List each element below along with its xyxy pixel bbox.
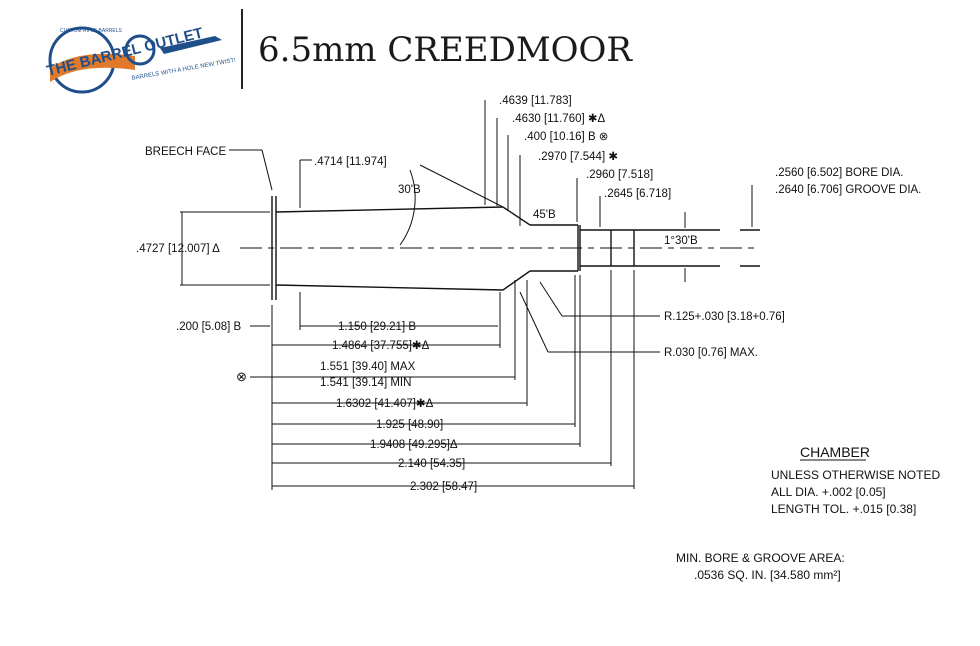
len-1541: 1.541 [39.14] MIN [320,377,411,389]
brand-logo: THE BARREL OUTLET CUSTOM RIFLE BARRELS B… [45,25,237,94]
logo-o-ring [124,34,156,66]
dim-2970: .2970 [7.544] ✱ [538,151,618,163]
len-16302: 1.6302 [41.407]✱Δ [336,398,434,410]
len-14864: 1.4864 [37.755]✱Δ [332,340,430,352]
len-1551: 1.551 [39.40] MAX [320,361,416,373]
len-19408: 1.9408 [49.295]Δ [370,439,458,451]
note-line-3: LENGTH TOL. +.015 [0.38] [771,502,916,516]
breech-face-label: BREECH FACE [145,146,226,158]
logo-top-text: CUSTOM RIFLE BARRELS [60,28,123,34]
angle-130: 1°30'B [664,235,698,247]
dim-2960: .2960 [7.518] [586,169,653,181]
radius-030: R.030 [0.76] MAX. [664,347,758,359]
groove-dia: .2640 [6.706] GROOVE DIA. [775,184,921,196]
bore-dia: .2560 [6.502] BORE DIA. [775,167,904,179]
angle-30: 30'B [398,184,421,196]
len-1925: 1.925 [48.90] [376,419,443,431]
page-title: 6.5mm CREEDMOOR [258,30,633,70]
radius-125: R.125+.030 [3.18+0.76] [664,311,785,323]
bore-area-line-1: MIN. BORE & GROOVE AREA: [676,551,845,565]
len-1150: 1.150 [29.21] B [338,321,416,333]
note-line-1: UNLESS OTHERWISE NOTED [771,468,940,482]
bore-area-line-2: .0536 SQ. IN. [34.580 mm²] [694,568,841,582]
chamber-heading: CHAMBER [800,444,870,460]
len-2140: 2.140 [54.35] [398,458,465,470]
dim-4639: .4639 [11.783] [499,95,572,107]
header-divider [241,9,243,89]
dimension-lines [180,100,753,490]
dim-4727: .4727 [12.007] Δ [136,243,220,255]
logo-swoosh [50,53,135,82]
dim-400: .400 [10.16] B ⊗ [524,131,608,143]
angle-45: 45'B [533,209,556,221]
dim-2645: .2645 [6.718] [604,188,671,200]
note-line-2: ALL DIA. +.002 [0.05] [771,485,886,499]
notes-block: CHAMBER UNLESS OTHERWISE NOTED ALL DIA. … [676,444,940,582]
dim-4630: .4630 [11.760] ✱Δ [512,113,606,125]
datum-symbol: ⊗ [236,369,247,384]
dim-4714: .4714 [11.974] [314,156,387,168]
dimension-labels: BREECH FACE .4639 [11.783] .4630 [11.760… [136,95,921,493]
dim-200: .200 [5.08] B [176,321,242,333]
len-2302: 2.302 [58.47] [410,481,477,493]
logo-bullet [160,36,222,54]
